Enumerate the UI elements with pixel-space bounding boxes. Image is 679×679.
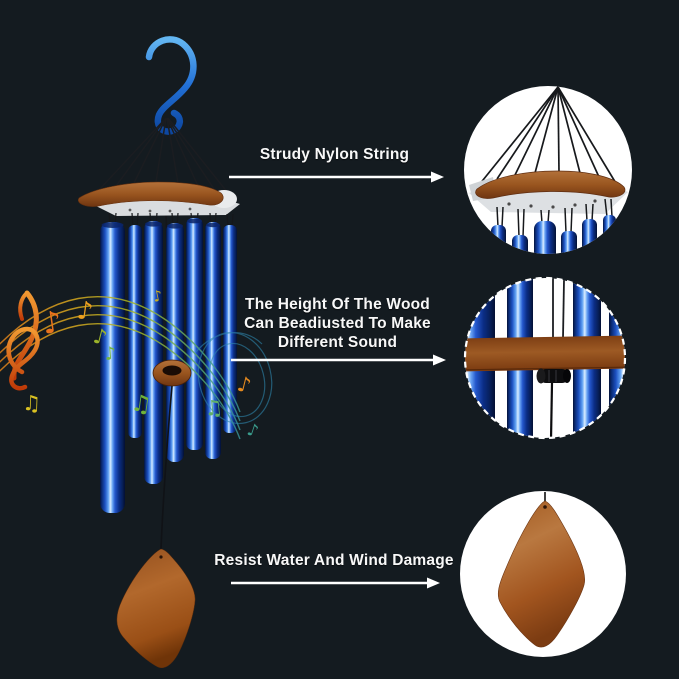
inset-string-below (549, 382, 554, 438)
detail-inset-top-hanger (464, 86, 632, 254)
wind-chime-product-photo: ♪ ♪ ♪ ♪ ♫ ♫ ♪ ♫ ♪ ♪ (0, 36, 273, 668)
inset-tube-strings (496, 198, 613, 238)
chime-tubes (100, 218, 237, 513)
arrow-right-icon (231, 354, 446, 366)
chime-tube (100, 222, 125, 513)
callout-line: Different Sound (277, 334, 398, 351)
nylon-strings (97, 117, 229, 194)
wooden-striker-ring (152, 359, 192, 387)
wind-sail (116, 548, 196, 668)
inset-wood-plate (469, 170, 628, 214)
callout-water-resist: Resist Water And Wind Damage (205, 551, 463, 570)
inset-center-strings (552, 278, 565, 339)
inset-wind-sail-shape (497, 500, 585, 648)
arrow-head (431, 171, 444, 183)
music-notes-decoration: ♪ ♪ ♪ ♪ ♫ ♫ ♪ ♫ ♪ ♪ (0, 286, 273, 442)
treble-clef-icon (6, 290, 40, 391)
chime-tube (186, 218, 203, 450)
music-note-icon: ♫ (203, 395, 224, 421)
detail-inset-striker-adjuster (463, 276, 627, 440)
arrow-right-icon (229, 171, 444, 183)
music-note-icon: ♪ (104, 343, 117, 365)
music-note-icon: ♪ (75, 295, 95, 326)
detail-inset-wind-sail (460, 491, 626, 657)
arrow-head (433, 354, 446, 366)
inset-adjuster-knob (536, 368, 571, 384)
music-swirl (195, 331, 273, 425)
music-note-icon: ♫ (129, 390, 153, 419)
inset-strings (478, 86, 618, 186)
music-note-icon: ♫ (22, 391, 42, 416)
chime-tube (128, 225, 142, 438)
inset-dashed-border (463, 276, 627, 440)
chime-tube (205, 222, 221, 459)
callout-line: Strudy Nylon String (259, 146, 410, 163)
callout-wood-height: The Height Of The Wood Can Beadiusted To… (225, 295, 450, 352)
callout-line: Resist Water And Wind Damage (214, 552, 454, 569)
music-note-icon: ♪ (235, 372, 254, 399)
callout-line: The Height Of The Wood (245, 296, 430, 313)
chime-tube (223, 225, 237, 433)
chime-tube (144, 221, 163, 484)
arrow-right-icon (231, 577, 440, 589)
arrow-head (427, 577, 440, 589)
music-note-icon: ♪ (244, 420, 261, 442)
music-note-icon: ♪ (91, 324, 110, 351)
inset-wood-bar (465, 335, 625, 372)
sail-string (160, 385, 173, 550)
music-note-icon: ♪ (40, 305, 64, 342)
hanging-hook-icon (145, 36, 197, 135)
callout-line: Can Beadiusted To Make (244, 315, 431, 332)
wooden-top-plate (77, 181, 240, 216)
music-note-icon: ♪ (151, 286, 164, 306)
callout-nylon-string: Strudy Nylon String (222, 145, 447, 164)
